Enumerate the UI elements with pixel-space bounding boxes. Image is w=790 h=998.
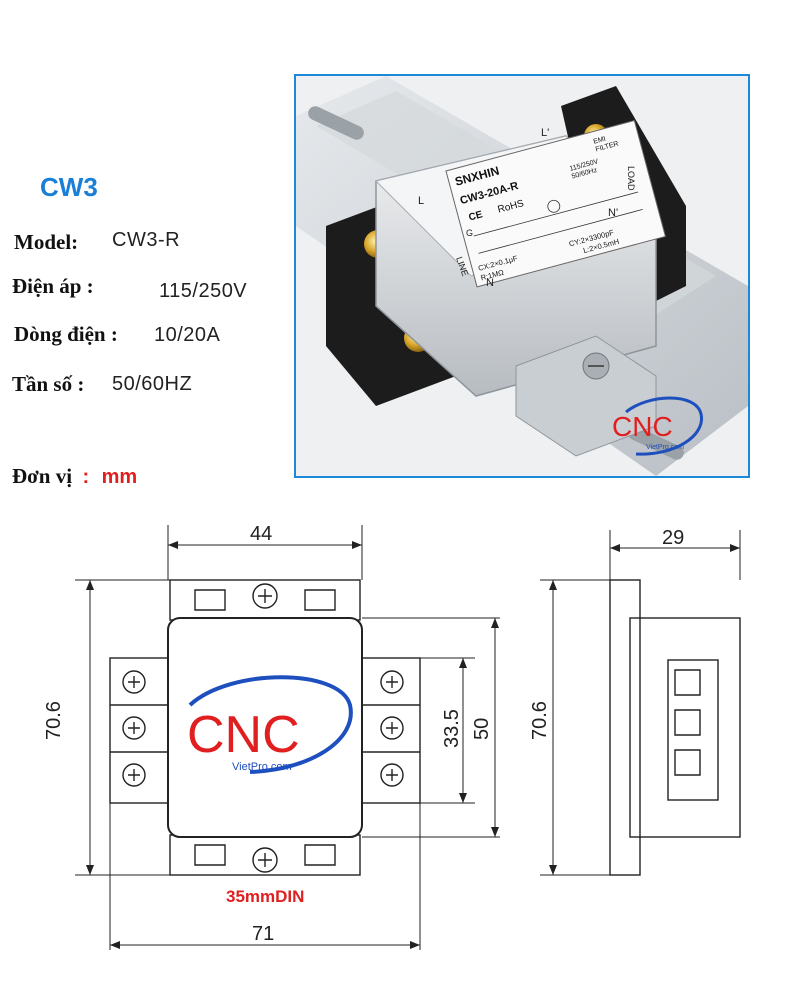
spec-label-current: Dòng điện : [14,322,118,346]
dim-width-bottom: 71 [252,923,274,945]
din-label: 35mmDIN [226,887,304,906]
terminal-block-right [359,657,421,804]
side-terminal-block [667,659,719,801]
label-ce: CE [468,209,485,223]
technical-drawing: 44 70.6 33.5 50 71 35mmDIN 29 70.6 CNC V… [43,523,741,950]
spec-label-voltage: Điện áp : [12,274,94,298]
mark-np: N' [608,207,618,219]
photo-logo-sub: VietPro.com [646,444,684,451]
unit-row: Đơn vị : mm [12,464,137,489]
dim-side-height: 70.6 [529,701,551,740]
dim-side-depth: 29 [662,527,684,549]
unit-separator: : [82,466,90,488]
dimension-arrows [86,541,740,949]
spec-value-voltage: 115/250V [159,280,248,302]
terminal-block-left [109,657,171,804]
product-photo: SNXHIN EMI FILTER CW3-20A-R 115/250V 50/… [294,74,750,478]
spec-value-frequency: 50/60HZ [112,373,193,395]
unit-label: Đơn vị [12,464,73,488]
schematic-line [473,191,639,237]
clip-slot [194,844,336,866]
spec-label-frequency: Tần số : [12,372,85,396]
dim-height-left: 70.6 [43,701,65,740]
side-terminals [674,669,701,776]
spec-label-model: Model: [14,230,79,254]
filter-body-outline [167,617,363,838]
rail-slot [308,106,364,140]
spec-value-current: 10/20A [154,324,221,346]
din-clip [515,335,657,457]
spec-value-model: CW3-R [112,229,181,251]
side-din-clip [609,579,641,876]
schematic-line [478,209,643,254]
drawing-logo: CNC VietPro.com [187,675,353,774]
filter-label: SNXHIN EMI FILTER CW3-20A-R 115/250V 50/… [445,119,667,288]
terminal-screws [110,670,420,787]
unit-value: mm [101,466,138,488]
dim-width-top: 44 [250,523,272,545]
drawing-logo-text: CNC [187,706,300,764]
dimension-lines [75,525,741,950]
clip-screw [252,847,278,873]
photo-logo-text: CNC [612,411,673,442]
side-body-outline [629,617,741,838]
label-emi: EMI [593,136,607,146]
photo-logo: CNC VietPro.com [612,396,703,456]
clip-screw [252,583,278,609]
mark-n: N [486,277,494,289]
clip-slot [194,589,336,611]
dim-terminal-span: 33.5 [441,709,463,748]
mark-l: L [418,195,424,207]
product-illustration: SNXHIN EMI FILTER CW3-20A-R 115/250V 50/… [296,76,748,476]
drawing-logo-sub: VietPro.com [232,761,292,773]
product-title: CW3 [40,172,98,202]
dim-body-height: 50 [471,718,493,740]
schematic-symbol [547,199,561,213]
mark-g: G [466,228,473,238]
mark-lp: L' [541,127,549,139]
mark-load: LOAD [626,166,636,191]
